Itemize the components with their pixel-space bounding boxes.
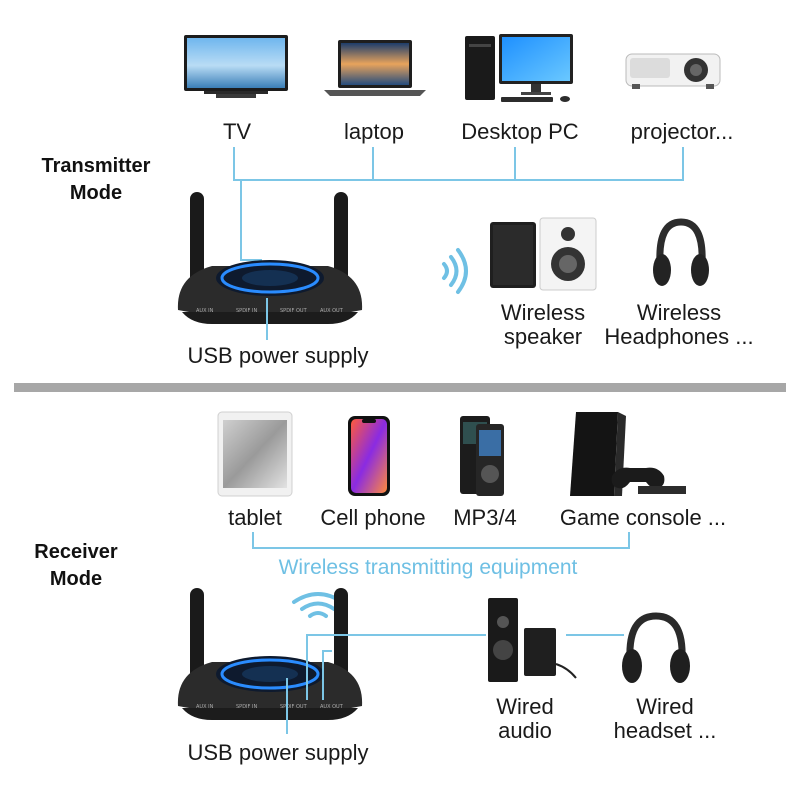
source-label-desktop-pc: Desktop PC: [461, 119, 579, 144]
connector-line: [233, 179, 684, 181]
source-label-tablet: tablet: [228, 505, 282, 530]
connector-line: [514, 147, 516, 181]
connector-line: [286, 678, 288, 734]
headphones-icon: [653, 218, 709, 286]
connector-line: [372, 147, 374, 181]
mode-title-line: Mode: [49, 568, 103, 590]
svg-text:SPDIF OUT: SPDIF OUT: [280, 308, 308, 314]
receiver-mode-title: Receiver Mode: [14, 539, 138, 593]
connector-line: [322, 650, 324, 700]
source-label-mp3: MP3/4: [453, 505, 517, 530]
projector-icon: [625, 53, 721, 89]
source-label-laptop: laptop: [344, 119, 404, 144]
connector-line: [252, 532, 254, 549]
connector-line: [252, 547, 630, 549]
laptop-icon: [324, 40, 426, 96]
svg-text:SPDIF OUT: SPDIF OUT: [280, 704, 308, 710]
wired-headset-icon: [622, 612, 690, 683]
connector-line: [306, 634, 486, 636]
mp3-player-icon: [460, 416, 504, 496]
output-label-wireless-speaker: Wireless speaker: [476, 301, 610, 349]
wired-speaker-icon: [488, 598, 577, 682]
connector-line: [233, 147, 235, 181]
connector-line: [566, 634, 624, 636]
svg-text:AUX OUT: AUX OUT: [320, 308, 344, 314]
connector-line: [628, 532, 630, 549]
output-label-wireless-headphones: Wireless Headphones ...: [594, 301, 764, 349]
connector-line: [240, 179, 242, 261]
svg-text:SPDIF IN: SPDIF IN: [236, 308, 257, 314]
output-label-line: Wireless: [500, 300, 586, 325]
source-label-cell-phone: Cell phone: [320, 505, 426, 530]
source-label-projector: projector...: [630, 119, 734, 144]
output-label-line: speaker: [503, 324, 583, 349]
desktop-pc-icon: [465, 34, 573, 102]
mode-title-line: Transmitter: [41, 155, 151, 177]
wireless-signal-icon: [442, 248, 468, 294]
transmitter-power-label: USB power supply: [187, 343, 369, 368]
connector-line: [240, 259, 262, 261]
svg-text:AUX IN: AUX IN: [196, 704, 214, 710]
mode-title-line: Mode: [69, 182, 123, 204]
output-label-line: Wireless: [636, 300, 722, 325]
connector-line: [322, 650, 332, 652]
svg-text:SPDIF IN: SPDIF IN: [236, 704, 257, 710]
output-label-line: audio: [498, 718, 552, 743]
source-label-game-console: Game console ...: [559, 505, 727, 530]
tablet-icon: [217, 411, 293, 497]
mode-title-line: Receiver: [34, 541, 118, 563]
connector-line: [266, 298, 268, 340]
game-console-icon: [570, 412, 686, 496]
receiver-power-label: USB power supply: [187, 740, 369, 765]
tv-icon: [184, 35, 288, 98]
output-label-line: Wired: [496, 694, 554, 719]
bluetooth-transceiver-device: AUX IN SPDIF IN SPDIF OUT AUX OUT: [177, 588, 363, 720]
wireless-transmitting-caption: Wireless transmitting equipment: [278, 556, 578, 579]
svg-text:AUX OUT: AUX OUT: [320, 704, 344, 710]
phone-icon: [348, 416, 390, 496]
section-divider: [14, 383, 786, 392]
connector-line: [682, 147, 684, 181]
bluetooth-transceiver-device: AUX IN SPDIF IN SPDIF OUT AUX OUT: [177, 192, 363, 324]
connector-line: [306, 634, 308, 700]
svg-text:AUX IN: AUX IN: [196, 308, 214, 314]
output-label-line: headset ...: [613, 718, 717, 743]
output-label-wired-audio: Wired audio: [470, 695, 580, 743]
transmitter-mode-title: Transmitter Mode: [18, 153, 174, 207]
source-label-tv: TV: [222, 119, 252, 144]
output-label-wired-headset: Wired headset ...: [598, 695, 732, 743]
speaker-icon: [490, 217, 597, 291]
output-label-line: Wired: [636, 694, 694, 719]
output-label-line: Headphones ...: [604, 324, 754, 349]
